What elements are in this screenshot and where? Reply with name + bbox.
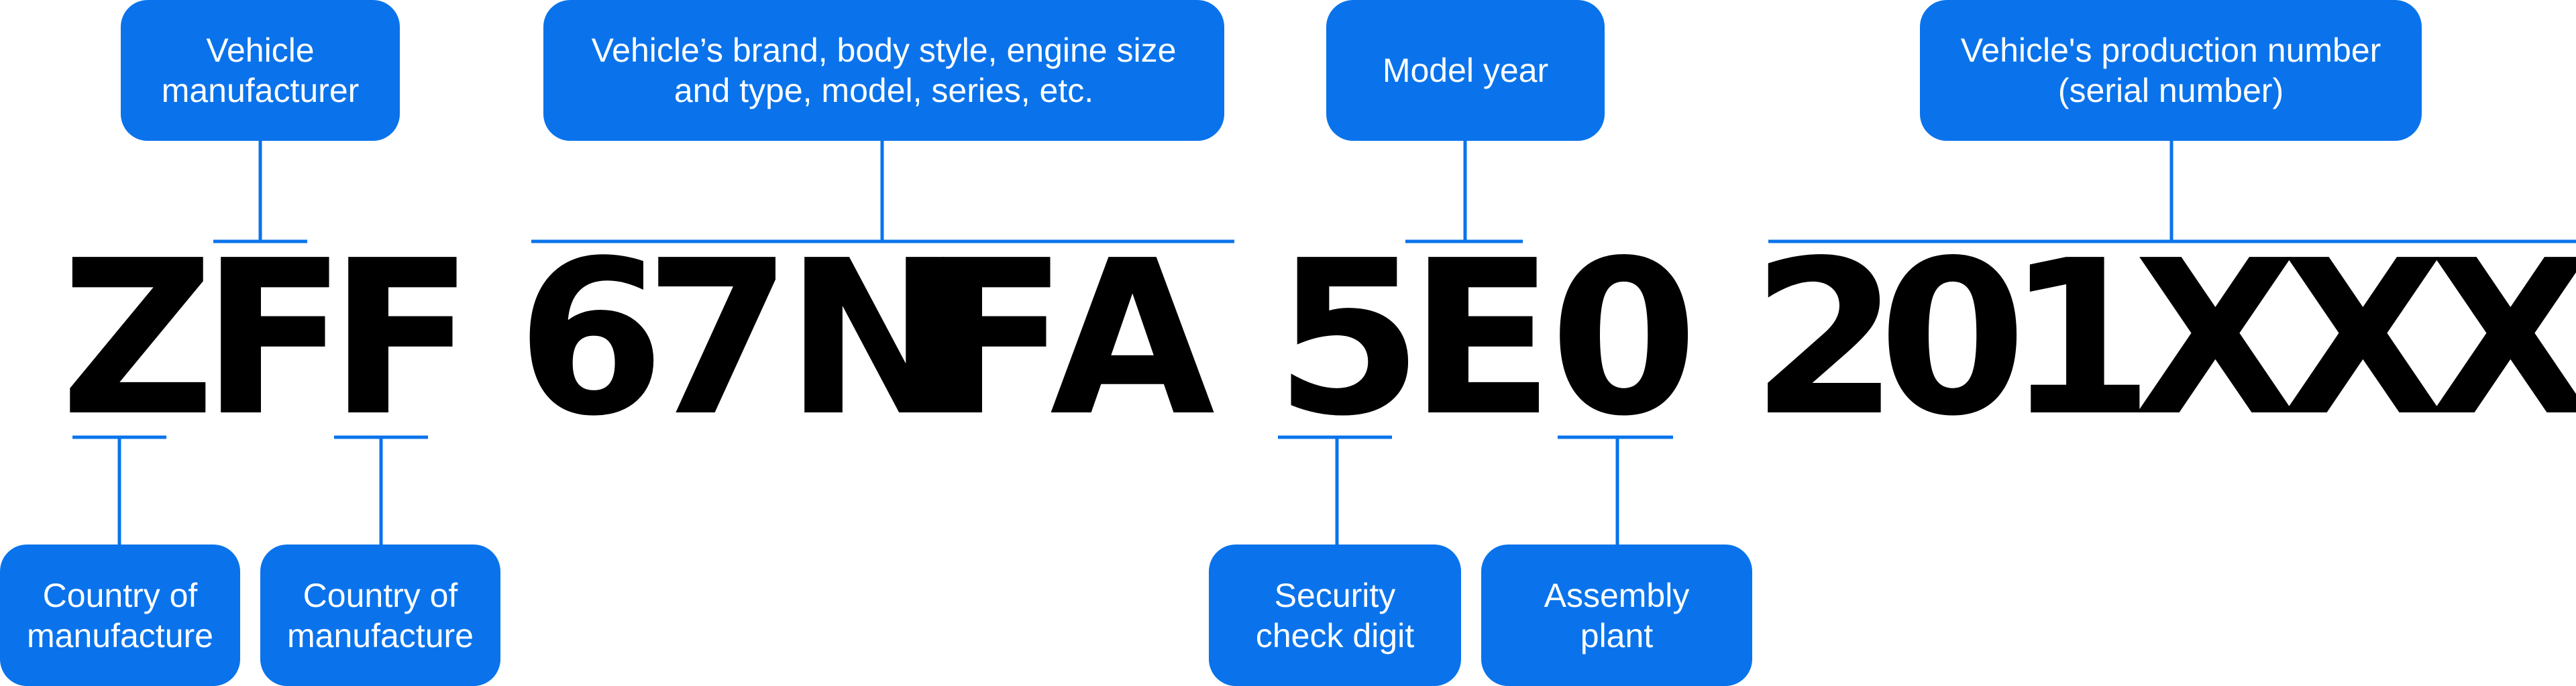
label-country-of-manufacture-2: Country of manufacture	[260, 545, 500, 686]
label-assembly-plant-text: Assembly plant	[1544, 576, 1690, 654]
vin-char-1: Z	[60, 215, 215, 463]
vin-char-7: F	[922, 215, 1069, 463]
label-brand-details-text: Vehicle’s brand, body style, engine size…	[591, 32, 1177, 109]
vin-char-14: 1	[2006, 215, 2155, 463]
vin-char-9: 5	[1275, 215, 1424, 463]
vin-char-12: 2	[1751, 215, 1900, 463]
vin-char-8: A	[1050, 215, 1216, 463]
label-vehicle-manufacturer-text: Vehicle manufacturer	[161, 32, 360, 109]
label-model-year-text: Model year	[1382, 52, 1549, 89]
label-country-1-text: Country of manufacture	[27, 576, 213, 654]
label-model-year: Model year	[1326, 0, 1605, 141]
vin-char-16: X	[2281, 215, 2446, 463]
vin-char-2: F	[201, 215, 347, 463]
vin-char-3: F	[329, 215, 475, 463]
vin-char-11: 0	[1550, 215, 1699, 463]
vin-char-10: E	[1409, 215, 1555, 463]
vin-char-15: X	[2133, 215, 2298, 463]
vin-char-17: X	[2428, 215, 2576, 463]
label-assembly-plant: Assembly plant	[1481, 545, 1752, 686]
label-brand-details: Vehicle’s brand, body style, engine size…	[543, 0, 1224, 141]
label-country-of-manufacture-1: Country of manufacture	[0, 545, 240, 686]
label-production-number: Vehicle's production number (serial numb…	[1920, 0, 2422, 141]
label-security-digit-text: Security check digit	[1255, 576, 1415, 654]
label-country-2-text: Country of manufacture	[287, 576, 474, 654]
label-security-check-digit: Security check digit	[1209, 545, 1461, 686]
label-production-number-text: Vehicle's production number (serial numb…	[1960, 32, 2381, 109]
vin-char-5: 7	[644, 215, 793, 463]
label-vehicle-manufacturer: Vehicle manufacturer	[121, 0, 400, 141]
vin-code: Z F F 6 7 N F A 5 E 0 2 0 1 X X X	[0, 215, 2576, 463]
vin-char-13: 0	[1878, 215, 2027, 463]
vin-char-4: 6	[517, 215, 665, 463]
vin-char-6: N	[785, 215, 964, 463]
